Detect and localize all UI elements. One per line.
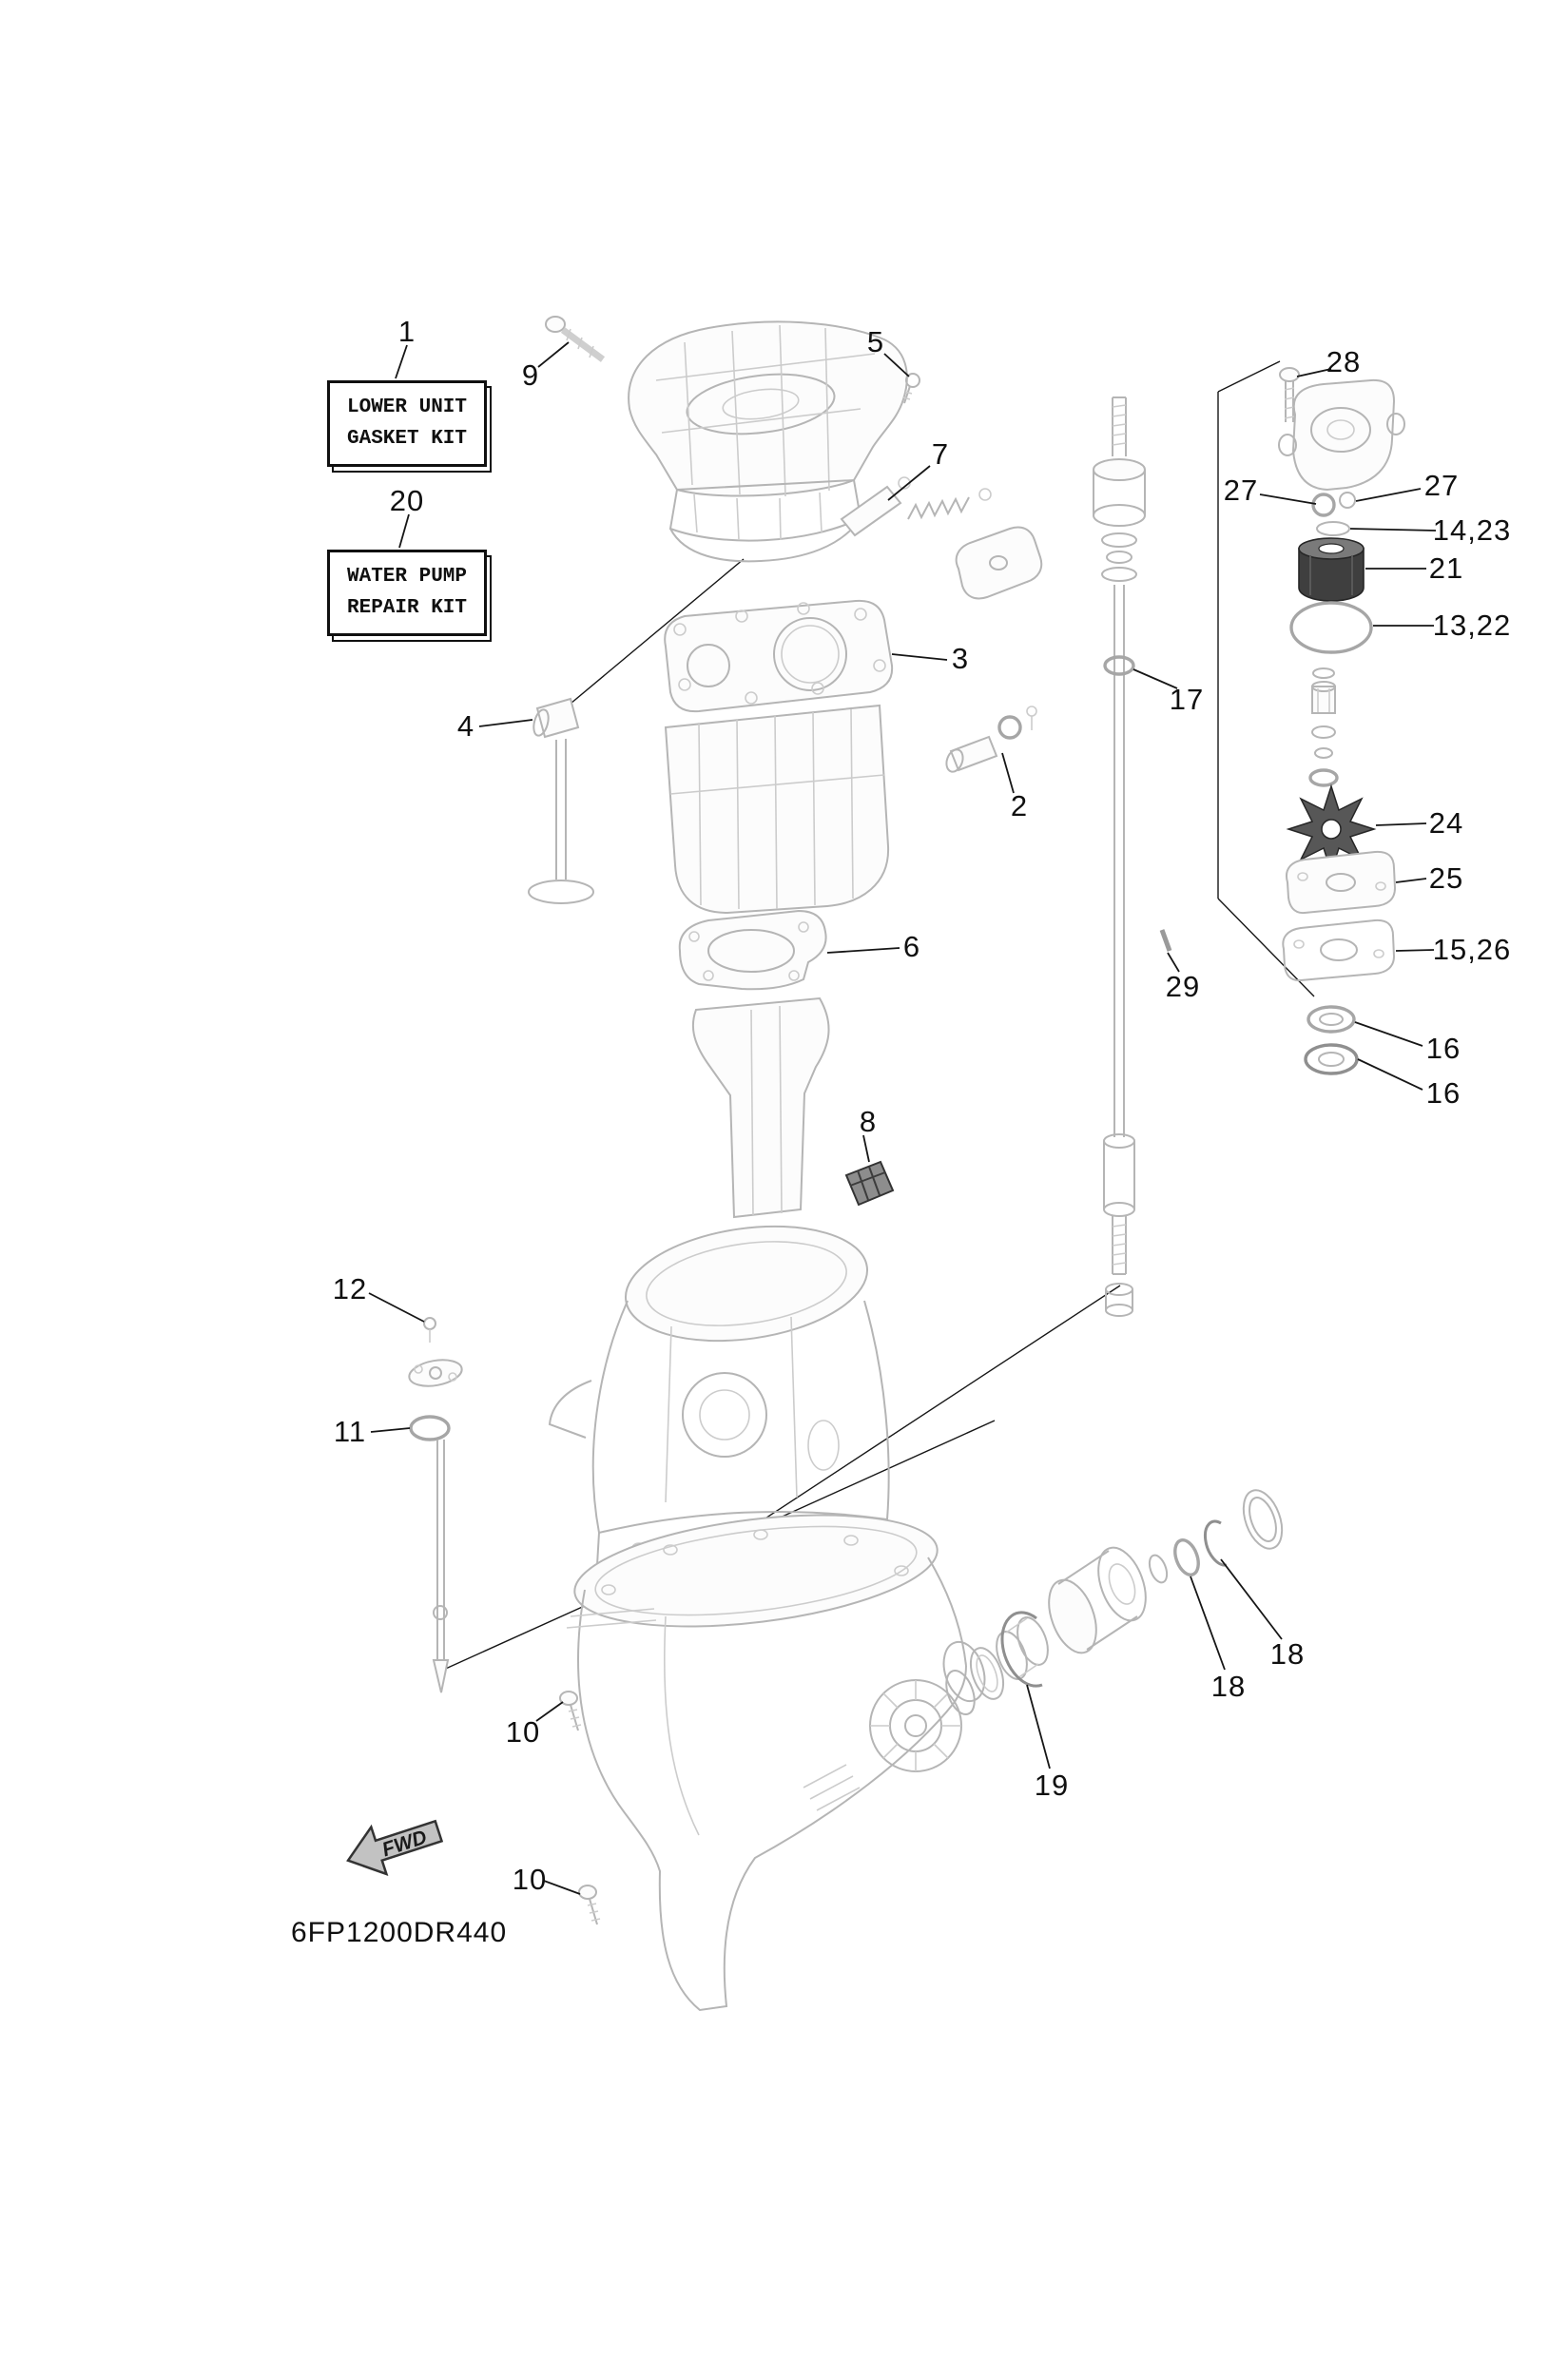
fwd-arrow: FWD bbox=[346, 1819, 444, 1876]
bolt-10-lower-drawing bbox=[578, 1885, 601, 1925]
callout-20: 20 bbox=[389, 484, 425, 517]
gasket-plate-3-drawing bbox=[664, 599, 894, 713]
driveshaft-housing-drawing bbox=[548, 1225, 890, 1566]
callout-27-left: 27 bbox=[1223, 474, 1259, 507]
callout-25: 25 bbox=[1428, 861, 1464, 895]
driveshaft-drawing bbox=[1093, 396, 1172, 1317]
drawing-code: 6FP1200DR440 bbox=[291, 1917, 508, 1948]
damper-8-drawing bbox=[844, 1160, 895, 1207]
callout-16-lower: 16 bbox=[1425, 1076, 1462, 1110]
construction-lines bbox=[438, 360, 1315, 1673]
callout-16-upper: 16 bbox=[1425, 1032, 1462, 1065]
bolt-10-upper-drawing bbox=[559, 1691, 582, 1731]
bolt-5-drawing bbox=[902, 373, 920, 404]
leader-lines bbox=[368, 341, 1437, 1895]
callout-12: 12 bbox=[332, 1272, 368, 1305]
lower-unit-gasket-kit-box: LOWER UNIT GASKET KIT bbox=[327, 380, 487, 468]
water-pump-kit-line2: REPAIR KIT bbox=[346, 596, 468, 619]
callout-18-right: 18 bbox=[1269, 1637, 1306, 1671]
callout-17: 17 bbox=[1169, 683, 1205, 716]
callout-18-left: 18 bbox=[1210, 1670, 1247, 1703]
callout-28: 28 bbox=[1326, 345, 1362, 378]
callout-10-lower: 10 bbox=[512, 1863, 548, 1896]
water-pump-stack-drawing bbox=[1278, 367, 1405, 1075]
callout-8: 8 bbox=[859, 1105, 878, 1138]
callout-9: 9 bbox=[521, 358, 540, 392]
upper-casing-drawing bbox=[628, 320, 908, 563]
callout-24: 24 bbox=[1428, 806, 1464, 840]
callout-3: 3 bbox=[951, 642, 970, 675]
clamp-spring-anode-drawing bbox=[840, 476, 1043, 600]
water-pump-repair-kit-box: WATER PUMP REPAIR KIT bbox=[327, 550, 487, 637]
callout-7: 7 bbox=[931, 437, 950, 471]
callout-13-22: 13,22 bbox=[1432, 609, 1512, 642]
callout-11: 11 bbox=[333, 1415, 367, 1448]
pickup-tube-4-drawing bbox=[528, 697, 594, 904]
callout-14-23: 14,23 bbox=[1432, 513, 1512, 547]
callout-1: 1 bbox=[397, 315, 416, 348]
gasket-6-drawing bbox=[678, 909, 827, 991]
callout-27-right: 27 bbox=[1423, 469, 1460, 502]
callout-10-upper: 10 bbox=[505, 1715, 541, 1749]
gasket-kit-line2: GASKET KIT bbox=[346, 427, 468, 450]
fwd-label: FWD bbox=[379, 1827, 430, 1862]
callout-4: 4 bbox=[456, 709, 475, 743]
gasket-kit-line1: LOWER UNIT bbox=[346, 396, 468, 418]
bolt-9-drawing bbox=[545, 316, 606, 362]
callout-21: 21 bbox=[1428, 551, 1464, 585]
callout-19: 19 bbox=[1034, 1769, 1070, 1802]
water-pump-kit-line1: WATER PUMP bbox=[346, 566, 468, 588]
shift-rod-drawing bbox=[408, 1317, 463, 1693]
propshaft-assembly-drawing bbox=[869, 1489, 1284, 1772]
callout-5: 5 bbox=[866, 325, 885, 358]
callout-6: 6 bbox=[902, 930, 921, 963]
mid-housing-drawing bbox=[691, 996, 830, 1219]
callout-15-26: 15,26 bbox=[1432, 933, 1512, 966]
oil-pan-block-drawing bbox=[664, 704, 890, 915]
callout-2: 2 bbox=[1010, 789, 1029, 822]
lower-gearcase-drawing bbox=[566, 1514, 986, 2012]
callout-29: 29 bbox=[1165, 970, 1201, 1003]
plug-2-drawing bbox=[945, 706, 1037, 773]
